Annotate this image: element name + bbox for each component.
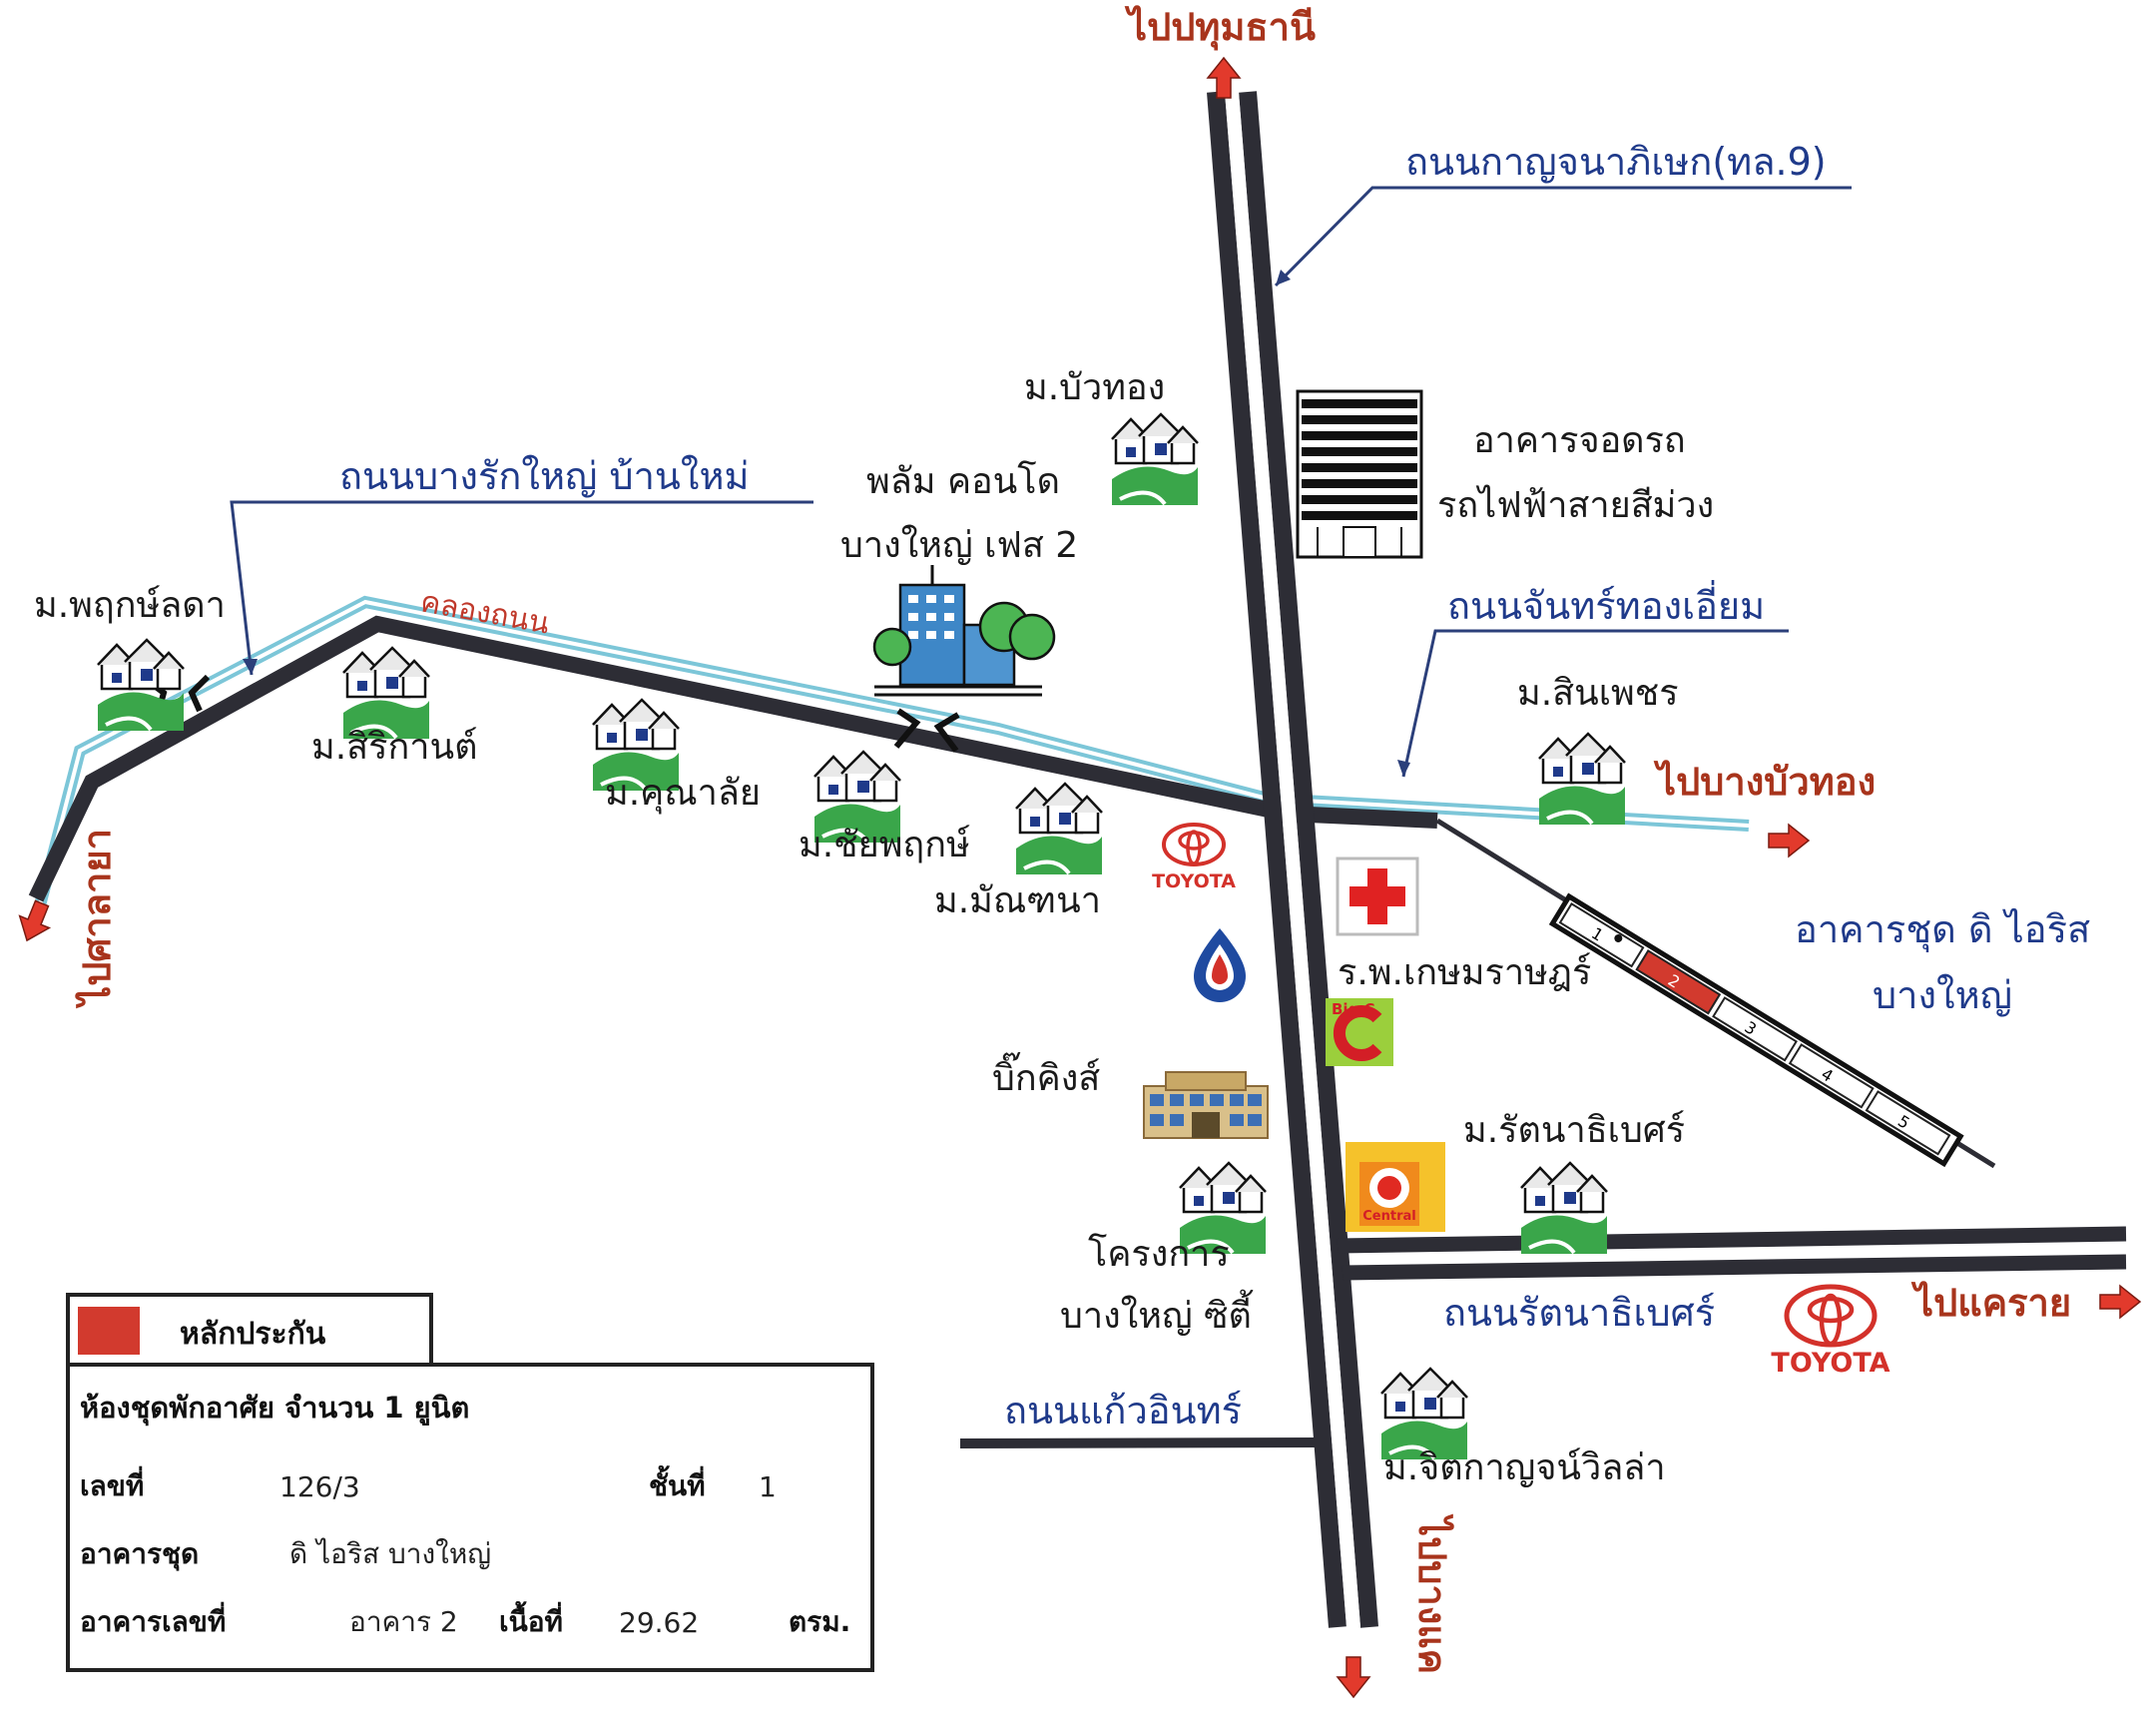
collateral-label: หลักประกัน [180, 1317, 326, 1352]
house-icon-rattanathibet [1519, 1161, 1609, 1256]
label-project-2: บางใหญ่ ซิตี้ [1060, 1289, 1254, 1337]
label-to-sala-ya: ไปศาลายา [75, 829, 119, 1009]
building-label: อาคารเลขที่ [80, 1605, 227, 1638]
floor-value: 1 [759, 1469, 777, 1503]
label-d-iris-2: บางใหญ่ [1873, 973, 2012, 1017]
ptt-logo-icon [1194, 928, 1246, 1002]
kaew-in-road [959, 1437, 1317, 1448]
label-parking-1: อาคารจอดรถ [1473, 420, 1686, 461]
toyota-logo-icon-small [1162, 823, 1226, 866]
house-icon-phruek-lada [96, 638, 186, 733]
area-label: เนื้อที่ [499, 1605, 563, 1638]
label-khuna-lai: ม.คุณาลัย [605, 773, 761, 815]
label-to-bang-khae: ไปบางแค [1410, 1513, 1454, 1674]
floor-label: ชั้นที่ [649, 1469, 706, 1502]
bridge-icon-plum [893, 708, 960, 753]
label-rattanathibet-village: ม.รัตนาธิเบศร์ [1463, 1110, 1685, 1151]
rattanathibet-road-south [1342, 1254, 2127, 1281]
unit-heading: ห้องชุดพักอาศัย จำนวน 1 ยูนิต [80, 1391, 470, 1425]
label-big-king: บิ๊กคิงส์ [992, 1051, 1100, 1099]
house-icon-siri-kan [341, 646, 431, 741]
toyota-logo-icon-large [1784, 1284, 1878, 1348]
house-icon-bua-thong [1110, 412, 1200, 507]
label-to-khae-rai: ไปแคราย [1910, 1281, 2071, 1325]
central-logo-icon: Central [1346, 1142, 1445, 1232]
toyota-large-label: TOYOTA [1771, 1348, 1889, 1379]
house-icon-mantana [1014, 782, 1104, 876]
leader-bang-rak-yai [230, 500, 813, 676]
condo-value: ดิ ไอริส บางใหญ่ [289, 1537, 492, 1570]
label-to-pathum: ไปปทุมธานี [1124, 5, 1316, 51]
number-value: 126/3 [279, 1469, 360, 1503]
mall-icon [1143, 1071, 1269, 1139]
bang-rak-yai-road [28, 615, 1438, 902]
label-chit-kanchana: ม.จิตกาญจน์วิลล่า [1383, 1447, 1666, 1488]
arrow-icon-south [1337, 1656, 1370, 1698]
bigc-label: Big C [1332, 1000, 1375, 1018]
label-parking-2: รถไฟฟ้าสายสีม่วง [1437, 484, 1714, 526]
central-label: Central [1362, 1209, 1415, 1224]
area-unit: ตรม. [789, 1605, 851, 1638]
label-kanchana-road: ถนนกาญจนาภิเษก(ทล.9) [1405, 140, 1827, 184]
house-icon-chit-kanchana [1379, 1367, 1469, 1461]
unit-info-table: ห้องชุดพักอาศัย จำนวน 1 ยูนิต เลขที่ 126… [66, 1363, 874, 1672]
label-hospital: ร.พ.เกษมราษฎร์ [1338, 952, 1591, 993]
parking-building-icon [1296, 389, 1423, 559]
kanchana-road-east [1239, 91, 1378, 1628]
legend-key: หลักประกัน [66, 1293, 433, 1363]
arrow-icon-east-khaerai [2099, 1285, 2141, 1319]
d-iris-buildings: 1 2 3 4 5 [1548, 892, 1964, 1168]
info-row-condo: อาคารชุด ดิ ไอริส บางใหญ่ [80, 1520, 860, 1588]
legend-panel: หลักประกัน ห้องชุดพักอาศัย จำนวน 1 ยูนิต… [66, 1293, 874, 1672]
hospital-cross-icon [1336, 857, 1419, 936]
canal-line-inner [36, 599, 1750, 914]
label-mantana: ม.มัณฑนา [934, 880, 1101, 921]
bigc-logo-icon: Big C [1326, 998, 1393, 1066]
label-rattanathibet-road: ถนนรัตนาธิเบศร์ [1443, 1291, 1715, 1335]
label-phruek-lada: ม.พฤกษ์ลดา [34, 585, 226, 626]
label-sin-phet: ม.สินเพชร [1517, 673, 1679, 714]
building-value: อาคาร 2 [349, 1605, 458, 1638]
label-bang-rak-yai-road: ถนนบางรักใหญ่ บ้านใหม่ [339, 454, 750, 498]
info-row-number: เลขที่ 126/3 ชั้นที่ 1 [80, 1452, 860, 1520]
condo-label: อาคารชุด [80, 1537, 200, 1570]
label-bua-thong: ม.บัวทอง [1024, 367, 1165, 408]
house-icon-sin-phet [1537, 732, 1627, 827]
condo-building-icon [872, 565, 1056, 697]
arrow-icon-salaya [11, 896, 58, 947]
label-kaew-in-road: ถนนแก้วอินทร์ [1004, 1389, 1242, 1432]
area-value: 29.62 [619, 1605, 700, 1639]
number-label: เลขที่ [80, 1469, 145, 1502]
label-plum-2: บางใหญ่ เฟส 2 [840, 524, 1078, 566]
arrow-icon-east-bangbuathong [1768, 824, 1810, 858]
label-project-1: โครงการ [1088, 1233, 1230, 1275]
label-chan-thong-road: ถนนจันทร์ทองเอี่ยม [1447, 580, 1765, 628]
label-to-bang-bua-thong: ไปบางบัวทอง [1653, 760, 1876, 804]
label-d-iris-1: อาคารชุด ดิ ไอริส [1795, 907, 2090, 952]
rattanathibet-road-north [1337, 1226, 2127, 1254]
info-row-building: อาคารเลขที่ อาคาร 2 เนื้อที่ 29.62 ตรม. [80, 1588, 860, 1656]
toyota-small-label: TOYOTA [1152, 870, 1236, 892]
label-siri-kan: ม.สิริกานต์ [311, 727, 477, 768]
leader-kanchana [1274, 186, 1852, 287]
label-chai-phruek: ม.ชัยพฤกษ์ [799, 825, 970, 865]
leader-chan-thong [1401, 629, 1789, 778]
label-plum-1: พลัม คอนโด [866, 460, 1060, 502]
kanchana-road-west [1207, 91, 1347, 1628]
collateral-swatch [78, 1307, 140, 1355]
